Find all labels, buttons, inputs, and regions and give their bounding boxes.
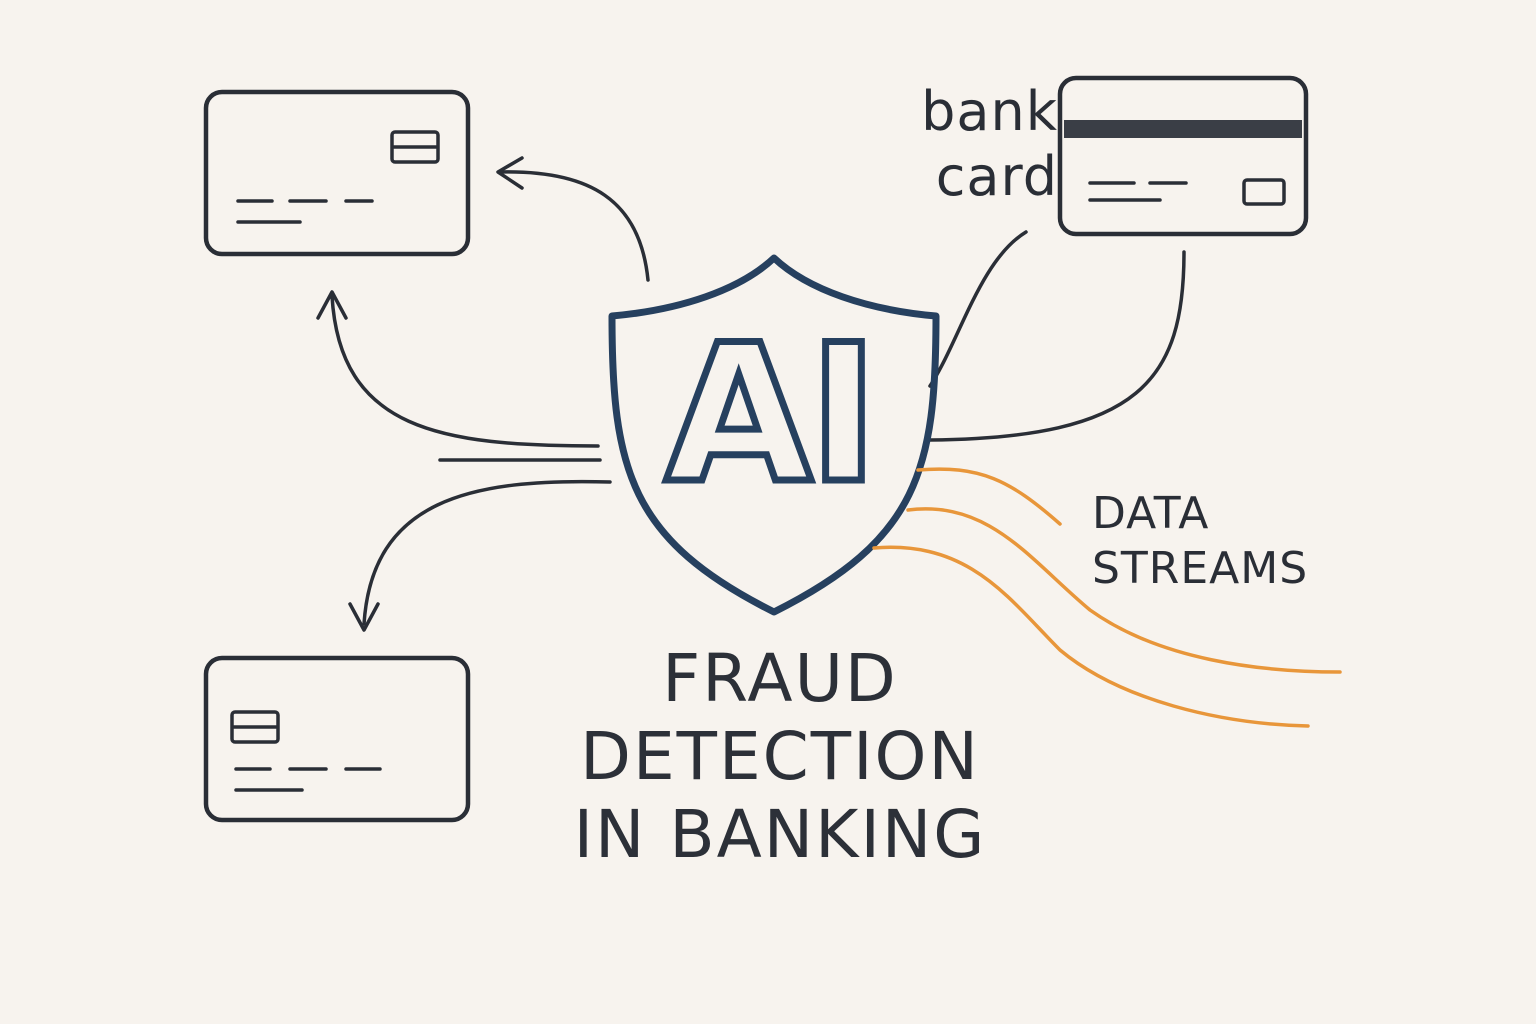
ai-label: AI (662, 304, 883, 525)
card-magnetic-stripe (1064, 120, 1302, 138)
card-outline (203, 655, 471, 823)
arrow-shaft (330, 294, 600, 448)
card-outline (1057, 75, 1309, 237)
card-chip (230, 710, 280, 744)
diagram-title: FRAUD DETECTION IN BANKING (573, 640, 987, 873)
arrow-icon-to-top-left-card (496, 156, 650, 282)
arrow-head (348, 602, 380, 632)
data-streams-label: DATA STREAMS (1092, 488, 1309, 594)
arrow-icon-up-to-card (316, 290, 600, 448)
data-stream-line (906, 507, 1342, 674)
shield-icon (608, 254, 940, 616)
data-stream-line (872, 545, 1310, 728)
card-chip (1242, 178, 1286, 206)
arrow-head (496, 156, 524, 190)
bank-card-icon-top-left (203, 89, 471, 257)
card-outline (203, 89, 471, 257)
connector-line-top-right-card (928, 250, 1186, 442)
arrow-head (316, 290, 348, 320)
bank-card-icon-bottom-left (203, 655, 471, 823)
arrow-icon-down-to-card (348, 479, 612, 632)
arrow-shaft (362, 479, 612, 626)
connector-line-bank-card-label (928, 230, 1028, 388)
bank-card-label: bank card (921, 80, 1058, 208)
card-chip (390, 130, 440, 164)
arrow-shaft (498, 170, 650, 282)
data-stream-icon (872, 467, 1342, 728)
bank-card-icon-top-right (1057, 75, 1309, 237)
data-stream-line (916, 467, 1062, 526)
